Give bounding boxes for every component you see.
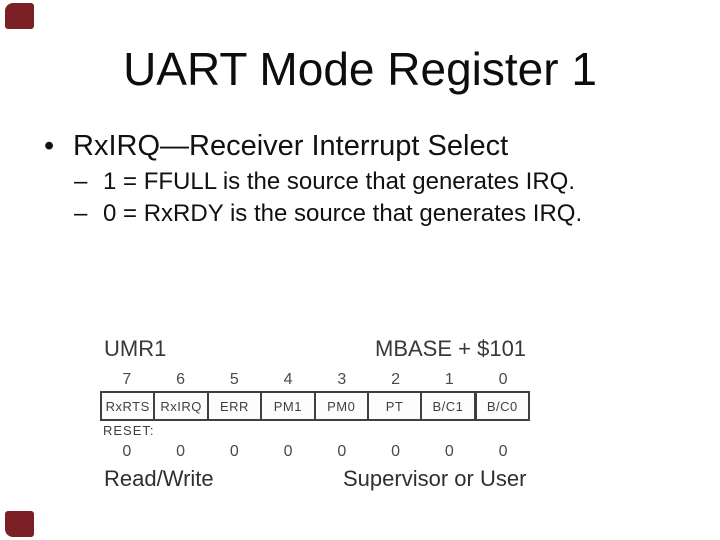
bullet-text: RxIRQ—Receiver Interrupt Select: [73, 130, 509, 162]
bit-number: 4: [283, 371, 293, 388]
sub-bullet-text: 0 = RxRDY is the source that generates I…: [103, 200, 583, 227]
reset-value: 0: [283, 443, 293, 460]
reset-value: 0: [498, 443, 508, 460]
reset-value: 0: [176, 443, 186, 460]
bullet-dot-icon: •: [44, 130, 55, 162]
register-field-cell: B/C1: [420, 393, 473, 419]
register-field-cell: RxIRQ: [153, 393, 206, 419]
bit-number: 6: [176, 371, 186, 388]
bit-number: 3: [337, 371, 347, 388]
reset-value: 0: [122, 443, 132, 460]
bit-number: 2: [391, 371, 401, 388]
reset-value: 0: [337, 443, 347, 460]
access-mode-label: Read/Write: [104, 466, 214, 491]
bullet-item: • RxIRQ—Receiver Interrupt Select: [44, 129, 508, 163]
register-name-label: UMR1: [104, 336, 167, 361]
corner-decoration-bottom-left: [5, 511, 34, 537]
bit-number: 7: [122, 371, 132, 388]
register-field-cell: PM0: [313, 393, 367, 419]
bit-number: 5: [229, 371, 239, 388]
register-field-cell: PT: [366, 393, 420, 419]
register-field-table: RxRTS RxIRQ ERR PM1 PM0 PT B/C1 B/C0: [100, 391, 530, 421]
privilege-label: Supervisor or User: [343, 466, 527, 491]
sub-bullet-text: 1 = FFULL is the source that generates I…: [103, 168, 576, 195]
sub-bullet-item: –1 = FFULL is the source that generates …: [74, 167, 575, 197]
bit-number: 1: [444, 371, 454, 388]
register-field-cell: ERR: [206, 393, 260, 419]
reset-value: 0: [229, 443, 239, 460]
dash-icon: –: [74, 200, 88, 227]
reset-value: 0: [391, 443, 401, 460]
register-field-cell: PM1: [260, 393, 313, 419]
reset-label: RESET:: [103, 423, 155, 438]
sub-bullet-item: –0 = RxRDY is the source that generates …: [74, 199, 582, 229]
register-field-cell: B/C0: [473, 393, 528, 419]
bit-number: 0: [498, 371, 508, 388]
reset-value: 0: [444, 443, 454, 460]
page-title: UART Mode Register 1: [123, 43, 597, 95]
reset-value-row: 0 0 0 0 0 0 0 0: [100, 443, 530, 461]
bit-number-row: 7 6 5 4 3 2 1 0: [100, 371, 530, 389]
corner-decoration-top-left: [5, 3, 34, 29]
dash-icon: –: [74, 168, 88, 195]
register-field-cell: RxRTS: [105, 398, 150, 414]
register-address-label: MBASE + $101: [375, 336, 527, 361]
